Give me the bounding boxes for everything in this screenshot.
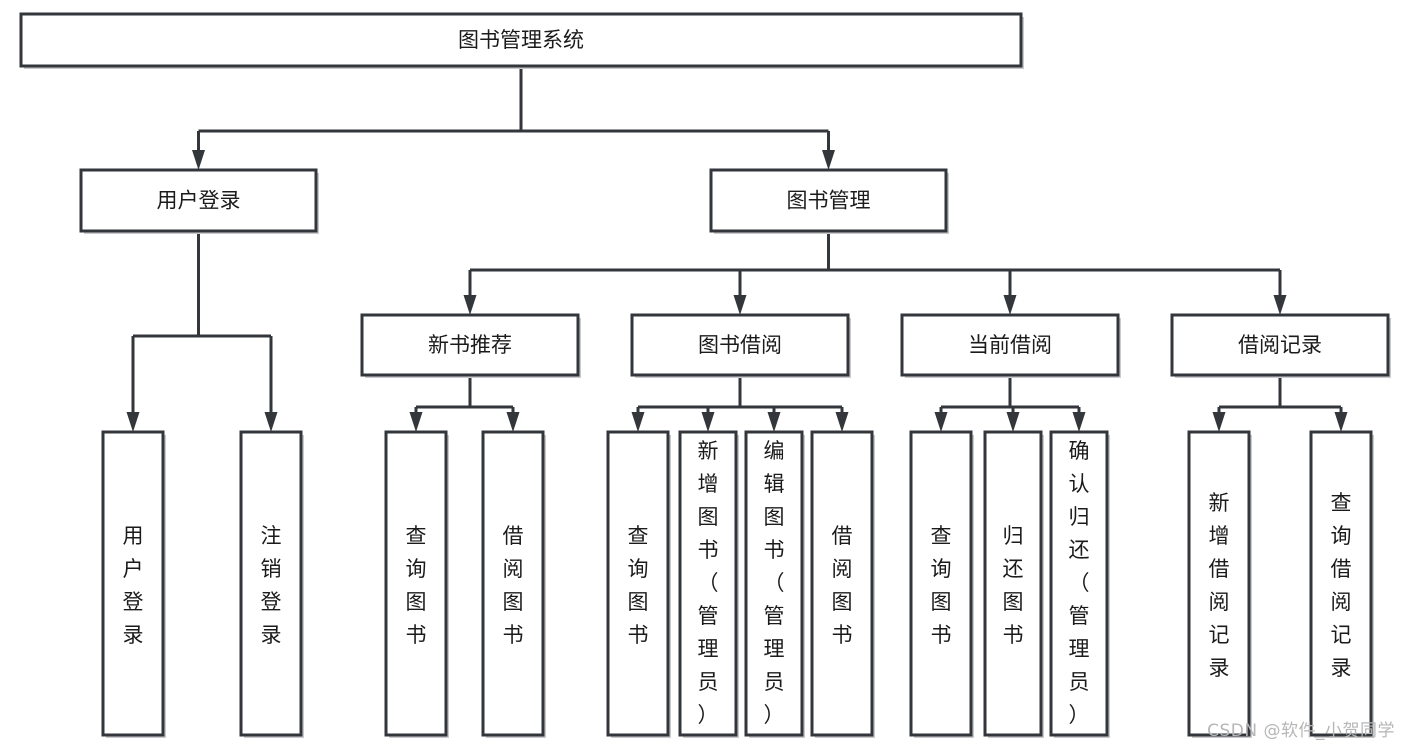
arrow-head-icon (1006, 412, 1020, 432)
node-label: 查询图书 (628, 524, 649, 647)
arrow-head-icon (835, 412, 849, 432)
node-label: 图书借阅 (698, 333, 782, 357)
connectors-layer (126, 66, 1348, 432)
node-box[interactable] (709, 168, 948, 233)
node-leaf-edit-book[interactable]: 编辑图书（管理员） (744, 430, 805, 738)
arrow-head-icon (192, 150, 205, 170)
node-user-login[interactable]: 用户登录 (79, 168, 319, 234)
node-leaf-borrow-book-1[interactable]: 借阅图书 (481, 430, 546, 738)
node-box[interactable] (101, 430, 165, 737)
node-label: 借阅记录 (1238, 333, 1322, 357)
node-box[interactable] (900, 313, 1120, 377)
arrow-head-icon (126, 412, 140, 432)
node-label: 归还图书 (1003, 524, 1024, 647)
node-box[interactable] (1309, 430, 1373, 737)
arrow-head-icon (822, 150, 835, 170)
node-leaf-add-book[interactable]: 新增图书（管理员） (678, 430, 739, 738)
watermark-csdn: CSDN @软件_小贺同学 (1207, 721, 1395, 741)
arrow-head-icon (264, 412, 278, 432)
node-box[interactable] (481, 430, 545, 737)
arrow-head-icon (767, 412, 781, 432)
arrow-head-icon (1334, 412, 1348, 432)
node-book-borrow[interactable]: 图书借阅 (630, 313, 851, 378)
connector-group-book-manage (463, 231, 1287, 315)
arrow-head-icon (506, 412, 520, 432)
node-leaf-confirm-return[interactable]: 确认归还（管理员） (1049, 430, 1110, 738)
node-root[interactable]: 图书管理系统 (19, 12, 1024, 69)
node-label: 借阅图书 (503, 524, 524, 647)
arrow-head-icon (409, 412, 423, 432)
node-label: 新书推荐 (428, 333, 512, 357)
node-label: 当前借阅 (968, 333, 1052, 357)
node-box[interactable] (606, 430, 670, 737)
node-new-book-rec[interactable]: 新书推荐 (360, 313, 581, 378)
node-leaf-query-book-3[interactable]: 查询图书 (909, 430, 974, 738)
node-label: 查询图书 (406, 524, 427, 647)
node-box[interactable] (810, 430, 874, 737)
node-leaf-return-book[interactable]: 归还图书 (983, 430, 1044, 738)
node-box[interactable] (1187, 430, 1251, 737)
node-current-borrow[interactable]: 当前借阅 (900, 313, 1121, 378)
arrow-head-icon (1273, 295, 1287, 315)
node-label: 编辑图书（管理员） (764, 439, 785, 727)
arrow-head-icon (463, 295, 477, 315)
node-box[interactable] (360, 313, 580, 377)
arrow-head-icon (733, 295, 747, 315)
node-label: 用户登录 (123, 524, 144, 647)
connector-group-user-login (126, 231, 278, 432)
node-box[interactable] (630, 313, 850, 377)
node-box[interactable] (983, 430, 1043, 737)
node-label: 查询借阅记录 (1331, 491, 1352, 680)
arrow-head-icon (934, 412, 948, 432)
connector-group-current-borrow (934, 375, 1086, 432)
node-borrow-record[interactable]: 借阅记录 (1170, 313, 1391, 378)
node-leaf-query-record[interactable]: 查询借阅记录 (1309, 430, 1374, 738)
node-box[interactable] (19, 12, 1023, 68)
arrow-head-icon (1212, 412, 1226, 432)
node-box[interactable] (1049, 430, 1109, 737)
node-box[interactable] (239, 430, 303, 737)
connector-group-borrow-record (1212, 375, 1348, 432)
node-leaf-user-login[interactable]: 用户登录 (101, 430, 166, 738)
node-label: 查询图书 (931, 524, 952, 647)
connector-group-book-borrow (631, 375, 849, 432)
connector-group-root (192, 66, 835, 170)
node-label: 确认归还（管理员） (1069, 439, 1090, 727)
node-book-manage[interactable]: 图书管理 (709, 168, 949, 234)
node-box[interactable] (909, 430, 973, 737)
node-box[interactable] (678, 430, 738, 737)
node-box[interactable] (384, 430, 448, 737)
arrow-head-icon (701, 412, 715, 432)
node-label: 图书管理系统 (458, 28, 584, 52)
node-box[interactable] (79, 168, 318, 233)
arrow-head-icon (1072, 412, 1086, 432)
arrow-head-icon (1003, 295, 1017, 315)
node-leaf-query-book-2[interactable]: 查询图书 (606, 430, 671, 738)
node-label: 注销登录 (261, 524, 282, 647)
node-label: 图书管理 (787, 189, 871, 213)
node-label: 用户登录 (157, 189, 241, 213)
node-label: 新增借阅记录 (1209, 491, 1230, 680)
node-label: 借阅图书 (832, 524, 853, 647)
node-leaf-add-record[interactable]: 新增借阅记录 (1187, 430, 1252, 738)
node-label: 新增图书（管理员） (698, 439, 719, 727)
connector-group-new-book-rec (409, 375, 520, 432)
node-leaf-logout[interactable]: 注销登录 (239, 430, 304, 738)
arrow-head-icon (631, 412, 645, 432)
node-leaf-borrow-book-2[interactable]: 借阅图书 (810, 430, 875, 738)
node-box[interactable] (744, 430, 804, 737)
node-box[interactable] (1170, 313, 1390, 377)
nodes-layer: 图书管理系统用户登录图书管理新书推荐图书借阅当前借阅借阅记录用户登录注销登录查询… (19, 12, 1391, 738)
node-leaf-query-book-1[interactable]: 查询图书 (384, 430, 449, 738)
